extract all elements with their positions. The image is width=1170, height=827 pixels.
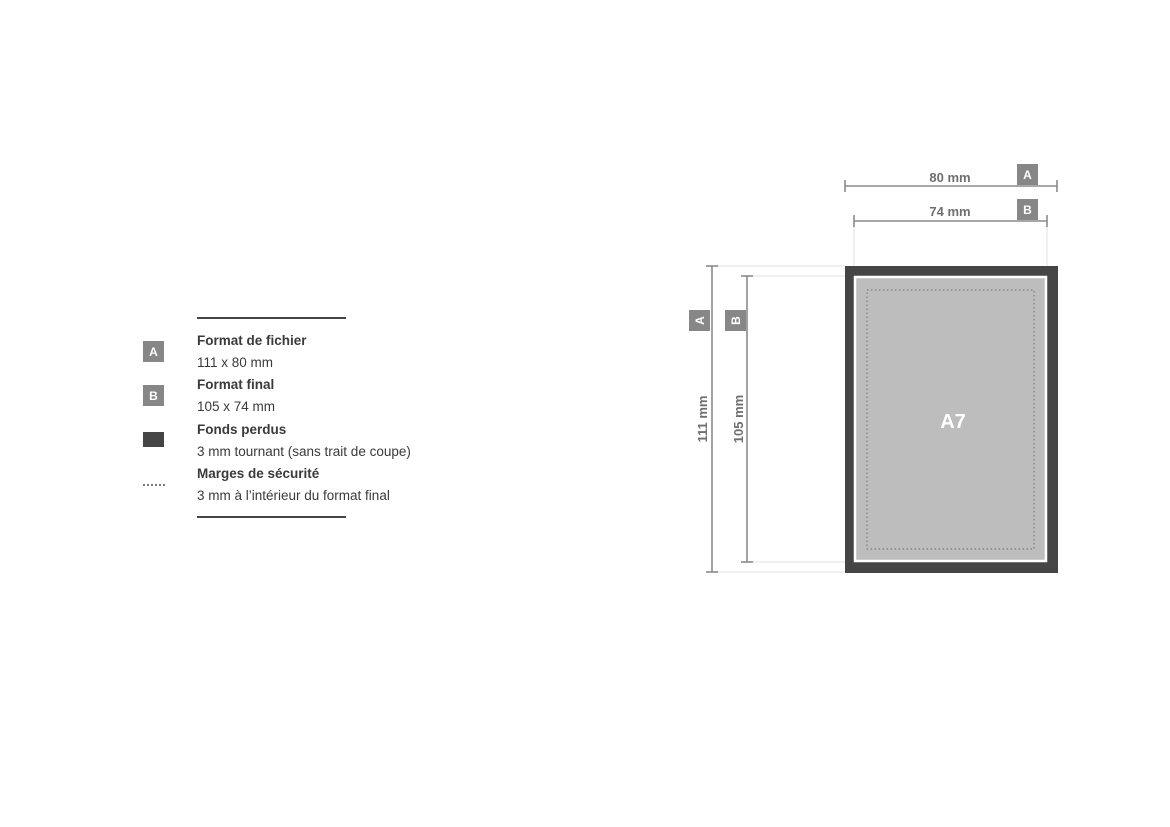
width-dimension-lines bbox=[844, 180, 1058, 227]
side-badge-b-letter: B bbox=[729, 316, 743, 325]
legend-title: Marges de sécurité bbox=[197, 466, 320, 481]
legend-desc: 111 x 80 mm bbox=[197, 355, 274, 370]
legend-item-final-format: Format final 105 x 74 mm bbox=[197, 377, 275, 415]
legend-desc: 105 x 74 mm bbox=[197, 399, 276, 414]
safety-margin bbox=[866, 289, 1035, 550]
safety-margin-swatch bbox=[143, 484, 165, 486]
height-final-label: 105 mm bbox=[731, 395, 746, 443]
final-format-area bbox=[853, 275, 1048, 563]
legend-desc: 3 mm tournant (sans trait de coupe) bbox=[197, 444, 411, 459]
side-badge-b bbox=[725, 310, 746, 331]
side-badge-a bbox=[689, 310, 710, 331]
top-badge-a-letter: A bbox=[1023, 168, 1032, 182]
side-badge-a-letter: A bbox=[693, 316, 707, 325]
legend-bottom-rule bbox=[197, 516, 346, 518]
top-badge-b bbox=[1017, 199, 1038, 220]
width-file-label: 80 mm bbox=[929, 170, 970, 185]
legend-title: Format final bbox=[197, 377, 275, 392]
legend-item-file-format: Format de fichier 111 x 80 mm bbox=[197, 333, 307, 371]
legend-item-safety-margin: Marges de sécurité 3 mm à l’intérieur du… bbox=[197, 466, 390, 504]
top-badge-a bbox=[1017, 164, 1038, 185]
width-final-label: 74 mm bbox=[929, 204, 970, 219]
legend-badge-a: A bbox=[143, 341, 164, 362]
bleed-swatch bbox=[143, 432, 164, 447]
legend-badge-b: B bbox=[143, 385, 164, 406]
legend-top-rule bbox=[197, 317, 346, 319]
legend-item-bleed: Fonds perdus 3 mm tournant (sans trait d… bbox=[197, 422, 411, 460]
legend-title: Fonds perdus bbox=[197, 422, 287, 437]
format-label: A7 bbox=[940, 411, 966, 433]
legend-desc: 3 mm à l’intérieur du format final bbox=[197, 488, 390, 503]
legend-title: Format de fichier bbox=[197, 333, 307, 348]
height-dimension-lines bbox=[706, 265, 753, 573]
height-file-label: 111 mm bbox=[695, 396, 710, 443]
top-badge-b-letter: B bbox=[1023, 203, 1032, 217]
